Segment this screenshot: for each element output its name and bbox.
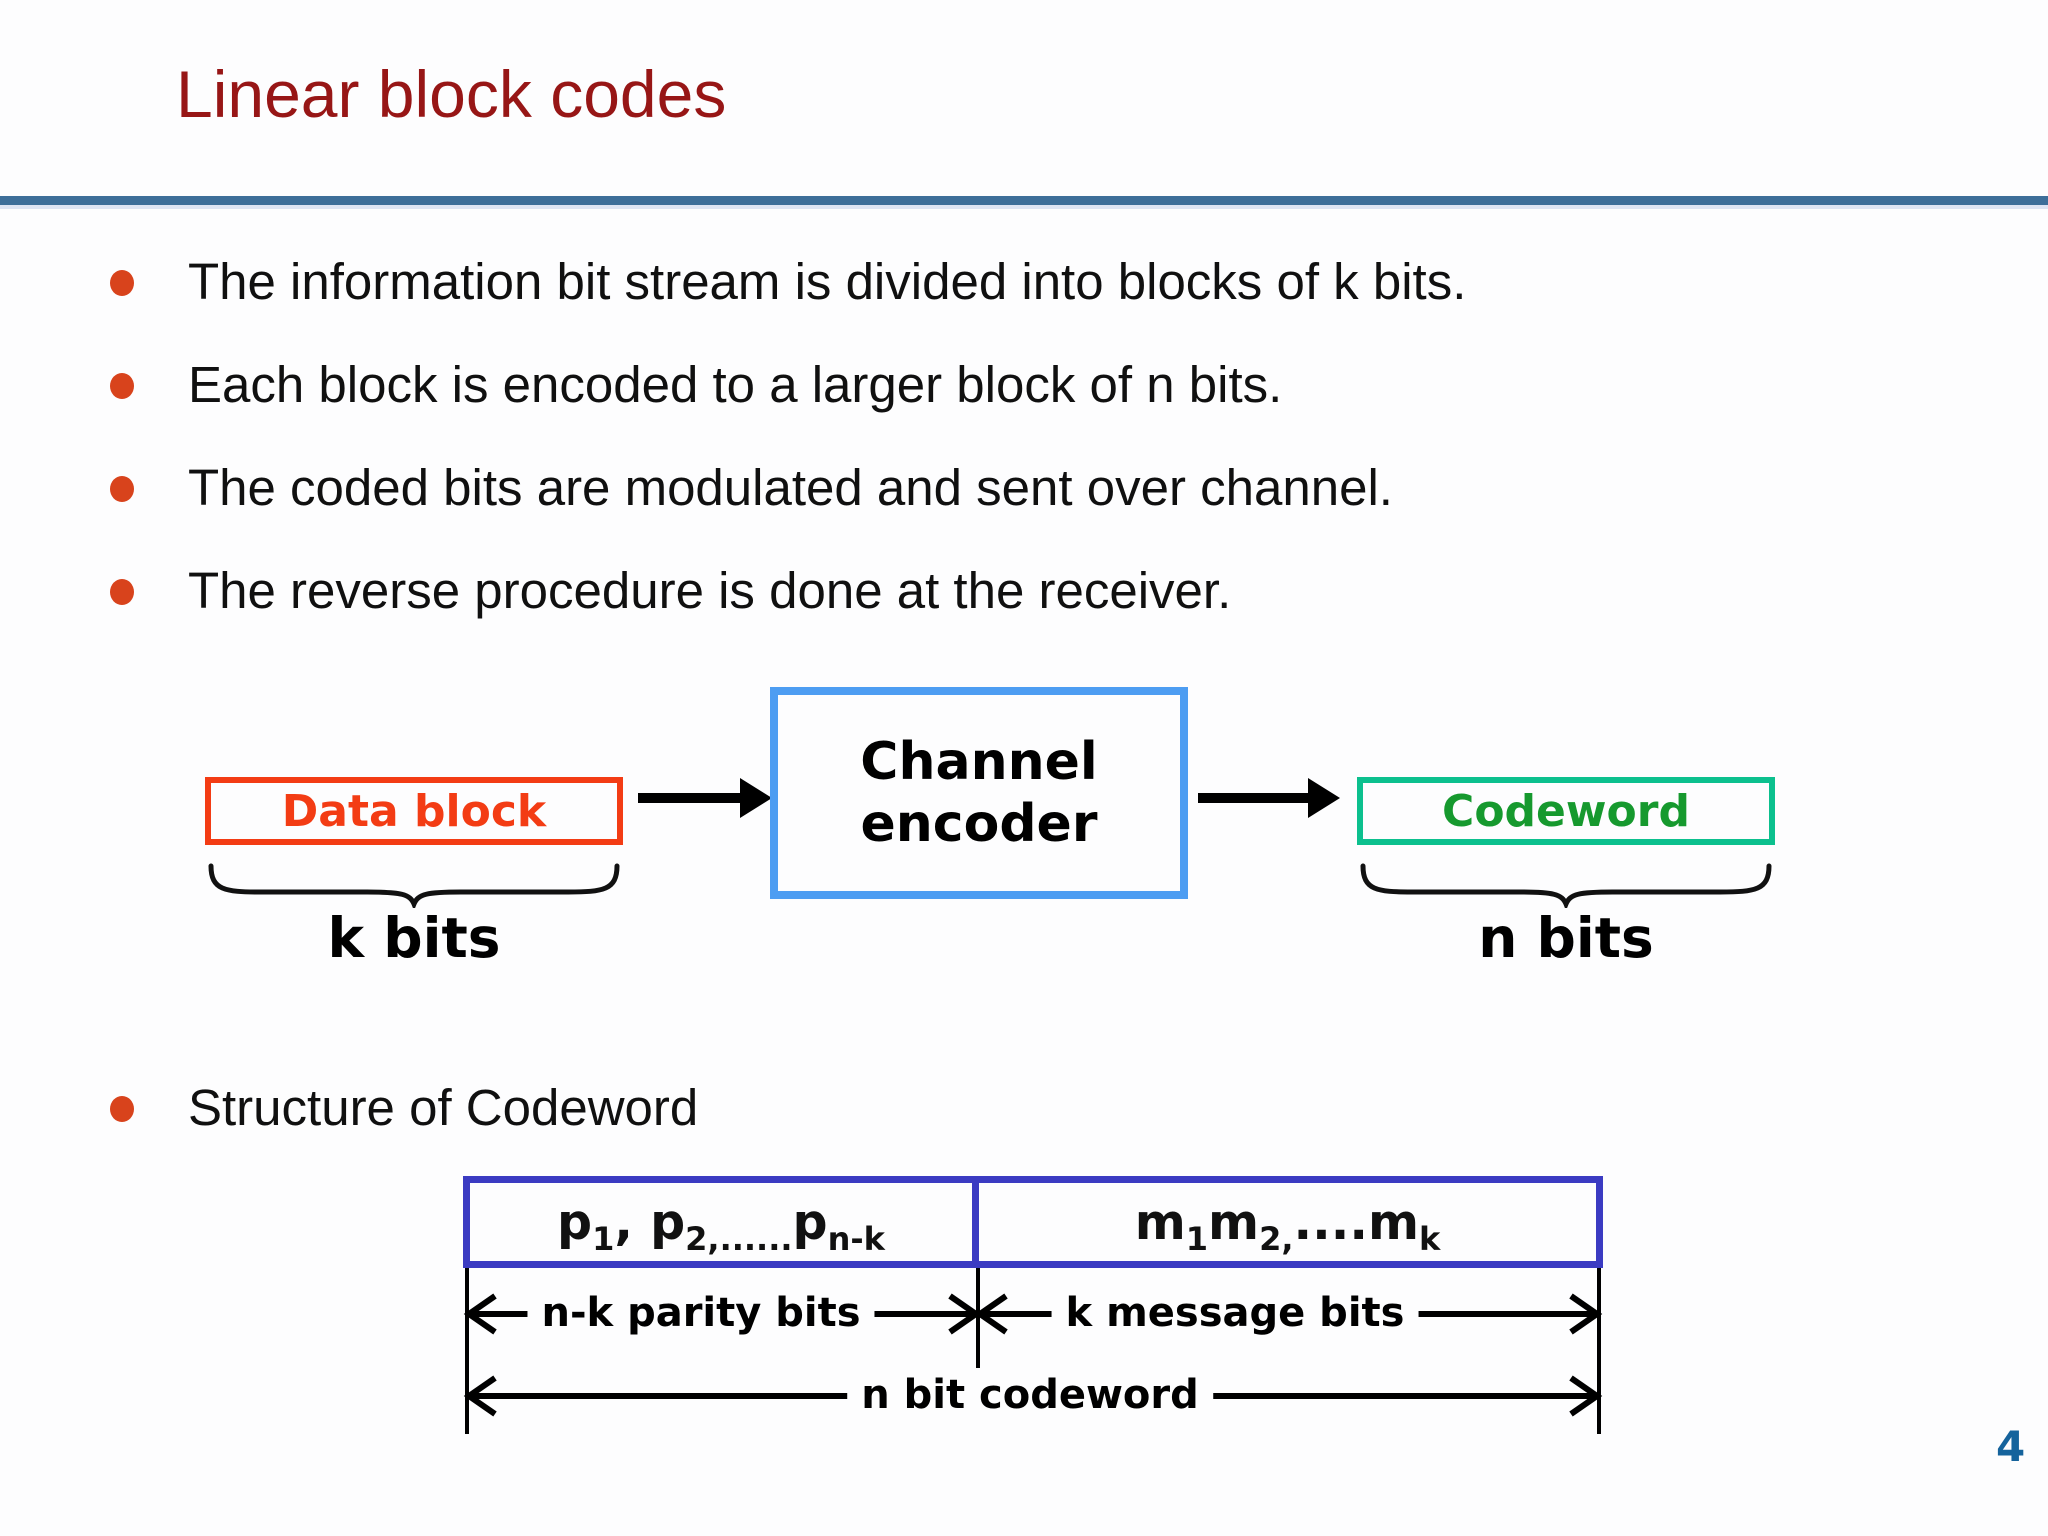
- bullet-text: The information bit stream is divided in…: [188, 253, 1467, 310]
- bullet-text: The reverse procedure is done at the rec…: [188, 562, 1232, 619]
- title-divider-rule: [0, 196, 2048, 209]
- message-dim-label: k message bits: [1051, 1290, 1419, 1336]
- codeword-dim-label: n bit codeword: [847, 1372, 1213, 1418]
- bullet-item-structure: Structure of Codeword: [110, 1076, 698, 1140]
- codeword-label: Codeword: [1442, 785, 1690, 837]
- data-block-label: Data block: [281, 785, 547, 837]
- underbrace-icon: [208, 863, 620, 908]
- bullet-icon: [110, 579, 134, 605]
- page-number: 4: [1996, 1422, 2026, 1471]
- flow-arrow-icon: [638, 778, 772, 818]
- dimension-annotations: n-k parity bits k message bits n bit cod…: [463, 1268, 1603, 1443]
- bullet-item-3: The coded bits are modulated and sent ov…: [110, 456, 1393, 520]
- bullet-text: Each block is encoded to a larger block …: [188, 356, 1283, 413]
- parity-cell-text: p1, p2,......pn-k: [557, 1193, 885, 1258]
- data-block-box: Data block: [205, 777, 623, 845]
- flow-arrow-icon: [1198, 778, 1340, 818]
- message-bits-cell: m1m2,....mk: [979, 1183, 1596, 1261]
- bullet-item-1: The information bit stream is divided in…: [110, 250, 1466, 314]
- channel-encoder-label: Channel encoder: [860, 731, 1097, 856]
- bullet-text: Structure of Codeword: [188, 1079, 699, 1136]
- bullet-icon: [110, 373, 134, 399]
- bullet-text: The coded bits are modulated and sent ov…: [188, 459, 1393, 516]
- k-bits-label: k bits: [327, 906, 501, 970]
- parity-bits-cell: p1, p2,......pn-k: [470, 1183, 979, 1261]
- n-bits-label: n bits: [1478, 906, 1654, 970]
- bullet-icon: [110, 270, 134, 296]
- bullet-icon: [110, 476, 134, 502]
- bullet-item-2: Each block is encoded to a larger block …: [110, 353, 1282, 417]
- encoder-label-line2: encoder: [860, 794, 1098, 854]
- parity-dim-label: n-k parity bits: [527, 1290, 875, 1336]
- encoder-label-line1: Channel: [860, 731, 1098, 792]
- channel-encoder-box: Channel encoder: [770, 687, 1188, 899]
- bullet-item-4: The reverse procedure is done at the rec…: [110, 559, 1231, 623]
- message-cell-text: m1m2,....mk: [1134, 1193, 1441, 1258]
- underbrace-icon: [1360, 863, 1772, 908]
- page-title: Linear block codes: [176, 57, 727, 131]
- codeword-structure-box: p1, p2,......pn-k m1m2,....mk: [463, 1176, 1603, 1268]
- codeword-box: Codeword: [1357, 777, 1775, 845]
- bullet-icon: [110, 1096, 134, 1122]
